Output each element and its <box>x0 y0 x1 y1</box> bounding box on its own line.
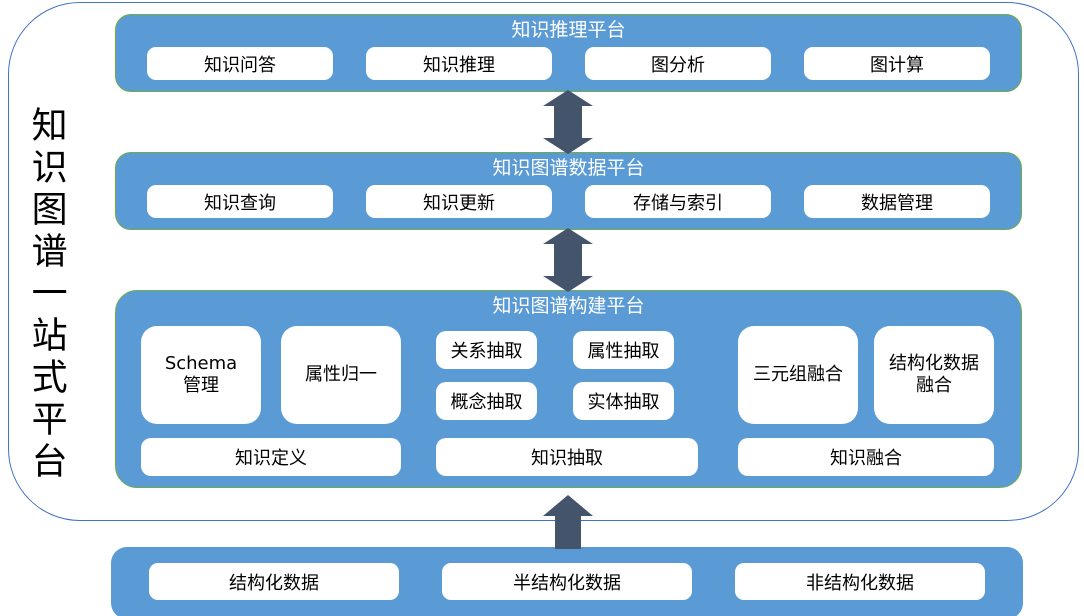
up-down-arrow-icon <box>543 228 593 292</box>
box-schema-management: Schema 管理 <box>141 326 261 424</box>
box-relation-extraction: 关系抽取 <box>436 331 537 369</box>
reasoning-layer-title: 知识推理平台 <box>511 19 626 41</box>
data-platform-layer: 知识图谱数据平台 知识查询 知识更新 存储与索引 数据管理 <box>115 152 1022 230</box>
reasoning-platform-layer: 知识推理平台 知识问答 知识推理 图分析 图计算 <box>115 14 1022 92</box>
knowledge-fusion-group: 三元组融合 结构化数据 融合 知识融合 <box>738 326 994 476</box>
platform-outer-frame <box>8 2 1079 521</box>
box-knowledge-fusion: 知识融合 <box>738 438 994 476</box>
box-triple-fusion: 三元组融合 <box>738 326 858 424</box>
construction-platform-layer: 知识图谱构建平台 Schema 管理 属性归一 知识定义 关系抽取 属性抽取 概… <box>115 290 1022 488</box>
box-attribute-extraction: 属性抽取 <box>573 331 674 369</box>
data-layer-title: 知识图谱数据平台 <box>492 157 645 179</box>
reasoning-box-row: 知识问答 知识推理 图分析 图计算 <box>116 40 1021 80</box>
box-data-management: 数据管理 <box>804 185 990 218</box>
box-attribute-normalization: 属性归一 <box>281 326 401 424</box>
construction-layer-title: 知识图谱构建平台 <box>492 295 645 317</box>
diagram-title: 知识图谱一站式平台 <box>25 106 67 484</box>
knowledge-extraction-group: 关系抽取 属性抽取 概念抽取 实体抽取 知识抽取 <box>436 326 698 476</box>
box-knowledge-definition: 知识定义 <box>141 438 401 476</box>
source-box-row: 结构化数据 半结构化数据 非结构化数据 <box>111 547 1023 600</box>
up-down-arrow-icon <box>543 90 593 154</box>
box-semi-structured-data: 半结构化数据 <box>442 563 692 600</box>
up-arrow-icon <box>543 495 593 549</box>
box-knowledge-query: 知识查询 <box>147 185 333 218</box>
box-schema-management-line1: Schema <box>164 352 238 374</box>
box-unstructured-data: 非结构化数据 <box>735 563 985 600</box>
box-concept-extraction: 概念抽取 <box>436 382 537 420</box>
box-knowledge-qa: 知识问答 <box>147 47 333 80</box>
box-knowledge-extraction: 知识抽取 <box>436 438 698 476</box>
box-graph-computing: 图计算 <box>804 47 990 80</box>
box-schema-management-line2: 管理 <box>183 375 219 396</box>
knowledge-definition-group: Schema 管理 属性归一 知识定义 <box>141 326 401 476</box>
box-structured-data-fusion: 结构化数据 融合 <box>874 326 994 424</box>
box-knowledge-reasoning: 知识推理 <box>366 47 552 80</box>
data-box-row: 知识查询 知识更新 存储与索引 数据管理 <box>116 178 1021 218</box>
box-knowledge-update: 知识更新 <box>366 185 552 218</box>
box-graph-analysis: 图分析 <box>585 47 771 80</box>
box-storage-index: 存储与索引 <box>585 185 771 218</box>
box-entity-extraction: 实体抽取 <box>573 382 674 420</box>
data-source-layer: 结构化数据 半结构化数据 非结构化数据 <box>111 547 1023 616</box>
box-structured-data: 结构化数据 <box>149 563 399 600</box>
